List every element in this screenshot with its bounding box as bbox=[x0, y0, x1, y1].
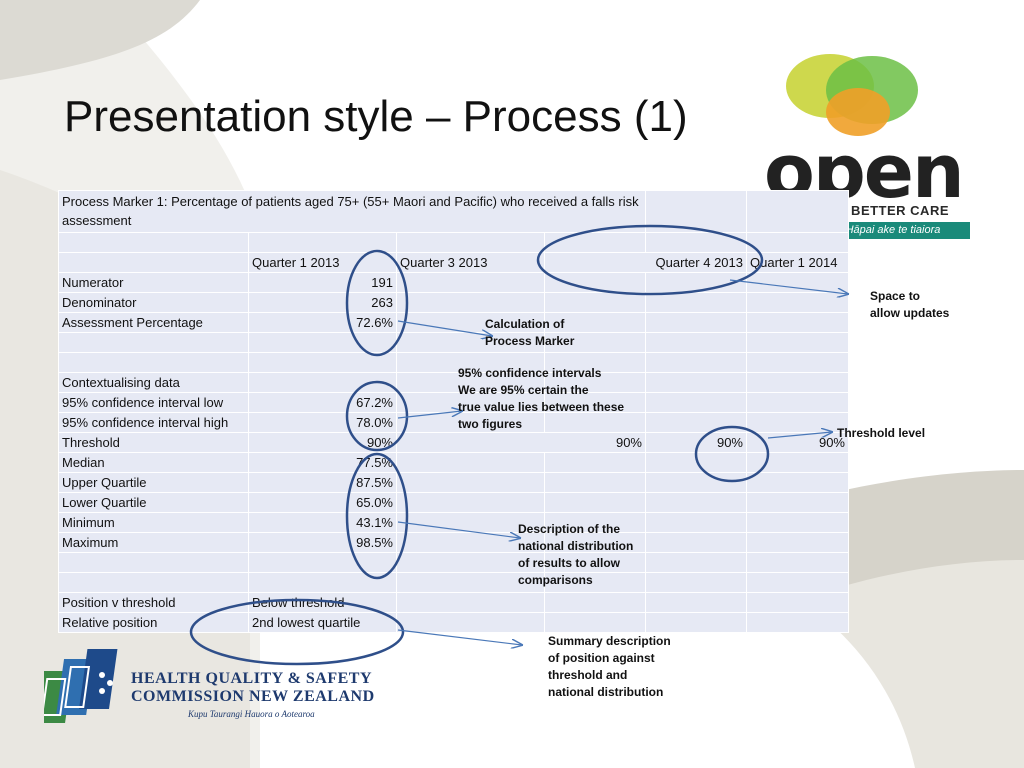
hqsc-logo-mark bbox=[44, 649, 118, 723]
row-label: Relative position bbox=[58, 612, 249, 633]
table-row: Denominator 263 bbox=[58, 292, 849, 313]
table-row: Lower Quartile 65.0% bbox=[58, 492, 849, 513]
table-row bbox=[58, 572, 849, 593]
hqsc-name-line2: COMMISSION NEW ZEALAND bbox=[131, 688, 375, 705]
table-description: Process Marker 1: Percentage of patients… bbox=[58, 190, 646, 233]
table-row bbox=[58, 552, 849, 573]
annotation-space-updates: Space to allow updates bbox=[870, 289, 950, 320]
cell-value: 87.5% bbox=[248, 472, 397, 493]
table-row: 95% confidence interval high 78.0% bbox=[58, 412, 849, 433]
row-label: Minimum bbox=[58, 512, 249, 533]
open-logo-strip: Hāpai ake te tiaiora bbox=[816, 222, 970, 239]
column-header: Quarter 1 2013 bbox=[248, 252, 397, 273]
open-logo-circles bbox=[786, 54, 918, 136]
table-row: Assessment Percentage 72.6% bbox=[58, 312, 849, 333]
cell-value: 43.1% bbox=[248, 512, 397, 533]
annotation-summary: Summary description of position against … bbox=[548, 634, 671, 699]
cell-value: 90% bbox=[248, 432, 397, 453]
table-row: Upper Quartile 87.5% bbox=[58, 472, 849, 493]
process-marker-table: Process Marker 1: Percentage of patients… bbox=[58, 190, 849, 633]
cell-value: 191 bbox=[248, 272, 397, 293]
row-label: Lower Quartile bbox=[58, 492, 249, 513]
table-row: Median 77.5% bbox=[58, 452, 849, 473]
row-label: Maximum bbox=[58, 532, 249, 553]
row-label: Contextualising data bbox=[58, 372, 249, 393]
open-logo-tagline: FOR BETTER CARE bbox=[818, 203, 949, 218]
table-row bbox=[58, 352, 849, 373]
column-header: Quarter 4 2013 bbox=[544, 252, 747, 273]
row-label: Assessment Percentage bbox=[58, 312, 249, 333]
table-row: Maximum 98.5% bbox=[58, 532, 849, 553]
cell-value: 263 bbox=[248, 292, 397, 313]
cell-value: 90% bbox=[645, 432, 747, 453]
annotation-calculation: Calculation of Process Marker bbox=[485, 317, 575, 348]
slide-title: Presentation style – Process (1) bbox=[64, 92, 688, 141]
cell-value: 72.6% bbox=[248, 312, 397, 333]
table-row: Process Marker 1: Percentage of patients… bbox=[58, 190, 849, 233]
cell-value: 90% bbox=[396, 432, 646, 453]
cell-value: 77.5% bbox=[248, 452, 397, 473]
row-label: Denominator bbox=[58, 292, 249, 313]
row-label: Position v threshold bbox=[58, 592, 249, 613]
cell-value: 78.0% bbox=[248, 412, 397, 433]
cell-value: 90% bbox=[746, 432, 849, 453]
cell-value: 65.0% bbox=[248, 492, 397, 513]
row-label: 95% confidence interval low bbox=[58, 392, 249, 413]
table-row bbox=[58, 232, 849, 253]
annotation-threshold-level: Threshold level bbox=[837, 426, 926, 440]
cell-value: 98.5% bbox=[248, 532, 397, 553]
table-row: Contextualising data bbox=[58, 372, 849, 393]
cell-value: Below threshold bbox=[248, 592, 397, 613]
table-row bbox=[58, 332, 849, 353]
row-label: Threshold bbox=[58, 432, 249, 453]
row-label: Upper Quartile bbox=[58, 472, 249, 493]
annotation-confidence: 95% confidence intervals We are 95% cert… bbox=[458, 366, 625, 431]
row-label: Median bbox=[58, 452, 249, 473]
annotation-national-distribution: Description of the national distribution… bbox=[518, 522, 634, 587]
table-row: Position v threshold Below threshold bbox=[58, 592, 849, 613]
table-header-row: Quarter 1 2013 Quarter 3 2013 Quarter 4 … bbox=[58, 252, 849, 273]
column-header: Quarter 1 2014 bbox=[746, 252, 849, 273]
cell-value: 2nd lowest quartile bbox=[248, 612, 397, 633]
cell-value: 67.2% bbox=[248, 392, 397, 413]
table-row: Minimum 43.1% bbox=[58, 512, 849, 533]
column-header: Quarter 3 2013 bbox=[396, 252, 545, 273]
hqsc-subtitle: Kupu Taurangi Hauora o Aotearoa bbox=[188, 709, 315, 719]
table-row: 95% confidence interval low 67.2% bbox=[58, 392, 849, 413]
table-row: Numerator 191 bbox=[58, 272, 849, 293]
row-label: Numerator bbox=[58, 272, 249, 293]
table-row: Relative position 2nd lowest quartile bbox=[58, 612, 849, 633]
row-label: 95% confidence interval high bbox=[58, 412, 249, 433]
table-row: Threshold 90% 90% 90% 90% bbox=[58, 432, 849, 453]
hqsc-name-line1: HEALTH QUALITY & SAFETY bbox=[131, 670, 373, 687]
